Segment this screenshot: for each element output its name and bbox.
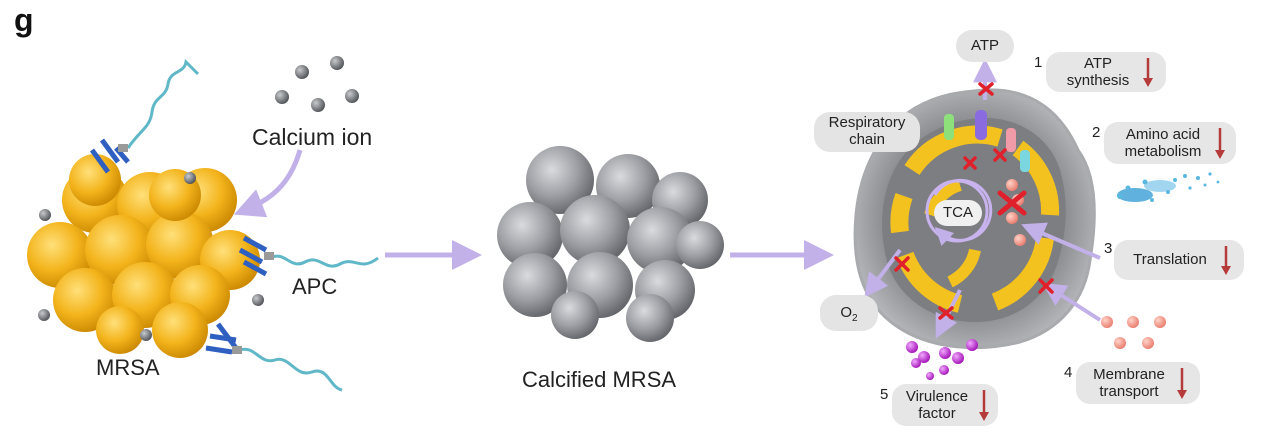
virulence-molecules (906, 339, 978, 380)
effect-1-line-2: synthesis (1066, 72, 1130, 89)
apc-label: APC (292, 274, 338, 299)
o2-subscript: 2 (852, 313, 858, 324)
effect-3-box: Translation (1114, 240, 1244, 280)
respiratory-chain-line-2: chain (849, 131, 885, 148)
apc-conjugate-right (238, 235, 379, 277)
mrsa-cluster (27, 154, 260, 358)
calcified-mrsa-cluster (497, 146, 724, 342)
effect-5-line-1: Virulence (905, 388, 969, 405)
o2-text: O (840, 304, 853, 321)
effect-3-number: 3 (1104, 240, 1113, 257)
down-arrow-icon (1221, 246, 1231, 275)
tca-label: TCA (934, 200, 982, 226)
o2-label: O2 (820, 295, 878, 331)
effect-2-number: 2 (1092, 124, 1101, 141)
effect-5-number: 5 (880, 386, 889, 403)
respiratory-chain-label: Respiratory chain (814, 112, 920, 152)
down-arrow-icon (1143, 58, 1153, 87)
atp-label: ATP (956, 30, 1014, 62)
transport-molecules (1101, 316, 1166, 349)
down-arrow-icon (979, 390, 989, 421)
effect-5-line-2: factor (918, 405, 956, 422)
calcium-ions (38, 56, 359, 341)
calcified-mrsa-label: Calcified MRSA (522, 367, 677, 392)
down-arrow-icon (1215, 128, 1225, 159)
apc-conjugate-bottom (205, 322, 343, 392)
effect-2-box: Amino acid metabolism (1104, 122, 1236, 164)
effect-1-box: ATP synthesis (1046, 52, 1166, 92)
translation-arrow (1021, 222, 1101, 260)
effect-4-number: 4 (1064, 364, 1073, 381)
mrsa-label: MRSA (96, 355, 160, 380)
effect-2-line-2: metabolism (1124, 143, 1202, 160)
effect-1-number: 1 (1034, 54, 1043, 71)
tca-cycle-arrow (933, 178, 993, 246)
effect-5-box: Virulence factor (892, 384, 998, 426)
membrane-arrow (1041, 282, 1102, 322)
calcium-ion-label: Calcium ion (252, 124, 373, 150)
effect-4-box: Membrane transport (1076, 362, 1200, 404)
amino-acid-scatter (1117, 172, 1220, 202)
apc-conjugate-top (89, 58, 200, 174)
calcium-binding-arrow (233, 149, 303, 218)
inhibition-marks (894, 82, 1054, 320)
effect-4-line-2: transport (1099, 383, 1159, 400)
effect-3-line-1: Translation (1133, 251, 1207, 268)
effect-1-line-1: ATP (1083, 55, 1113, 72)
down-arrow-icon (1177, 368, 1187, 399)
effect-4-line-1: Membrane (1093, 366, 1165, 383)
panel-letter: g (14, 2, 34, 38)
respiratory-chain-line-1: Respiratory (828, 114, 906, 131)
effect-2-line-1: Amino acid (1125, 126, 1201, 143)
